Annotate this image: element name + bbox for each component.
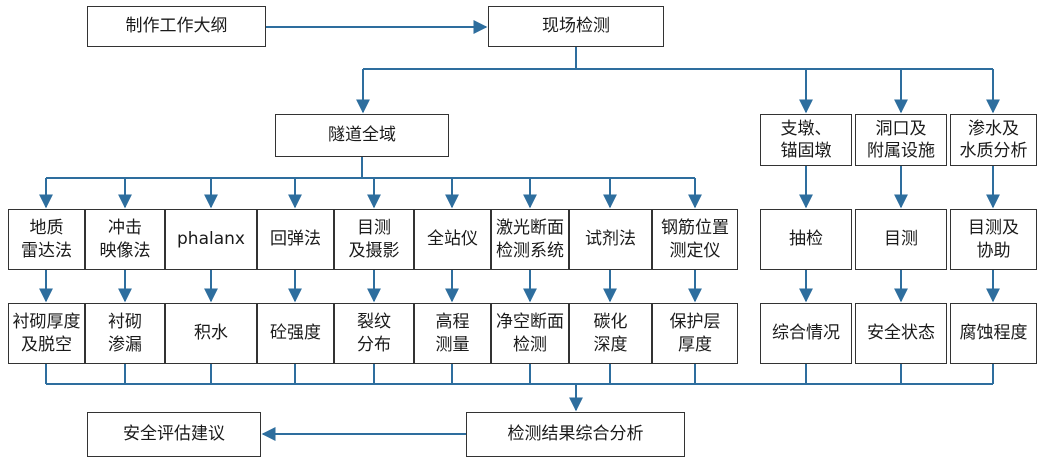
node-seepage-analysis: 渗水及 水质分析 xyxy=(950,114,1037,166)
node-portal-facilities: 洞口及 附属设施 xyxy=(855,114,947,166)
node-support-piers: 支墩、 锚固墩 xyxy=(760,114,852,166)
method-visual: 目测 xyxy=(855,209,947,270)
node-outline: 制作工作大纲 xyxy=(87,6,266,47)
result-ponding: 积水 xyxy=(165,303,257,364)
method-impact-imaging: 冲击 映像法 xyxy=(85,209,165,270)
method-reagent: 试剂法 xyxy=(569,209,652,270)
node-site-inspection: 现场检测 xyxy=(488,6,664,47)
result-corrosion: 腐蚀程度 xyxy=(950,303,1037,364)
result-clearance: 净空断面 检测 xyxy=(491,303,569,364)
node-tunnel-scope: 隧道全域 xyxy=(275,114,449,157)
result-overall-condition: 综合情况 xyxy=(760,303,852,364)
method-phalanx: phalanx xyxy=(165,209,257,270)
result-crack-distribution: 裂纹 分布 xyxy=(334,303,414,364)
result-carbonation: 碳化 深度 xyxy=(569,303,652,364)
result-concrete-strength: 砼强度 xyxy=(257,303,334,364)
node-comprehensive-analysis: 检测结果综合分析 xyxy=(466,412,685,457)
node-safety-suggestion: 安全评估建议 xyxy=(87,412,261,457)
method-visual-photo: 目测 及摄影 xyxy=(334,209,414,270)
result-lining-leakage: 衬砌 渗漏 xyxy=(85,303,165,364)
method-visual-assist: 目测及 协助 xyxy=(950,209,1037,270)
method-total-station: 全站仪 xyxy=(414,209,491,270)
method-laser-profile: 激光断面 检测系统 xyxy=(491,209,569,270)
result-elevation: 高程 测量 xyxy=(414,303,491,364)
result-lining-thickness: 衬砌厚度 及脱空 xyxy=(8,303,85,364)
method-rebar-locator: 钢筋位置 测定仪 xyxy=(652,209,738,270)
method-rebound: 回弹法 xyxy=(257,209,334,270)
result-cover-thickness: 保护层 厚度 xyxy=(652,303,738,364)
result-safety-status: 安全状态 xyxy=(855,303,947,364)
method-gpr: 地质 雷达法 xyxy=(8,209,85,270)
method-sampling: 抽检 xyxy=(760,209,852,270)
